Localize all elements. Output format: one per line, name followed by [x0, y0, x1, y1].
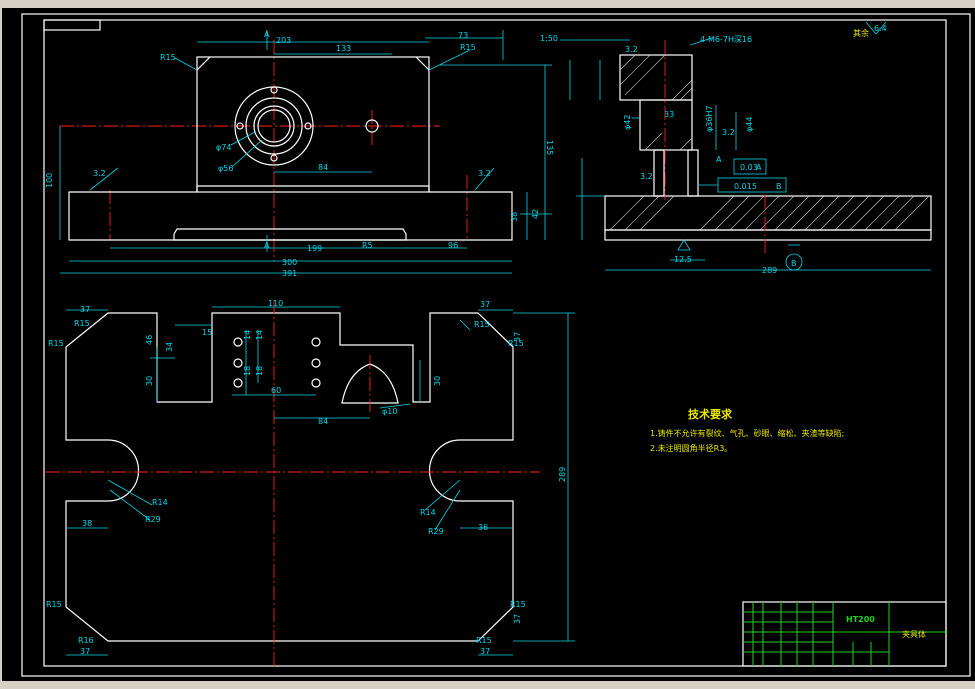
dim-r15-br: R15	[510, 600, 526, 609]
part-name: 夹具体	[902, 629, 926, 639]
dim-37-rb: 37	[513, 614, 522, 624]
dim-r29-left: R29	[145, 515, 161, 524]
dim-r15-left: R15	[160, 53, 176, 62]
dim-42: 42	[531, 209, 540, 219]
dim-135: 135	[545, 140, 554, 155]
dim-133: 133	[336, 44, 351, 53]
surface-other-label: 其余	[853, 28, 869, 38]
dim-46: 46	[145, 335, 154, 345]
datum-a: A	[716, 155, 722, 164]
tech-req-item-1: 1.铸件不允许有裂纹、气孔、砂眼、缩松、夹渣等缺陷;	[650, 428, 844, 438]
dim-r15-l: R15	[48, 339, 64, 348]
window-bottom-bar	[0, 681, 975, 689]
scale-note: 1:50	[540, 34, 558, 43]
outer-border	[21, 13, 971, 677]
dim-r15-r: R15	[508, 339, 524, 348]
dim-r15-tl: R15	[74, 319, 90, 328]
side-section-view	[560, 21, 932, 271]
dim-37-tl: 37	[80, 305, 90, 314]
dim-15: 15	[202, 328, 212, 337]
dim-r16-bl: R15	[46, 600, 62, 609]
dim-phi44: φ44	[745, 117, 754, 132]
surface-other-value: 6.4	[874, 24, 887, 33]
dim-30-right: 30	[433, 376, 442, 386]
dim-36-plan: 36	[478, 523, 488, 532]
dim-199: 199	[307, 244, 322, 253]
dim-110: 110	[268, 299, 283, 308]
roughness-side-low: 3.2	[640, 172, 653, 181]
plan-view	[46, 300, 575, 668]
dim-37-bl: 37	[80, 647, 90, 656]
dim-r15-tr: R15	[474, 320, 490, 329]
tol-flat-value: 0.015	[734, 182, 757, 191]
inner-frame	[43, 19, 947, 667]
dim-18a: 18	[243, 366, 252, 376]
roughness-front-right: 3.2	[478, 169, 491, 178]
dim-r14-right: R14	[420, 508, 436, 517]
dim-38: 38	[510, 212, 519, 222]
dim-60: 60	[271, 386, 281, 395]
section-label-top: A	[264, 30, 270, 39]
dim-phi56: φ56	[218, 164, 233, 173]
dim-r5: R5	[362, 241, 373, 250]
dim-phi74: φ74	[216, 143, 231, 152]
dim-73: 73	[458, 31, 468, 40]
dim-37-br: 37	[480, 647, 490, 656]
dim-r15-right: R15	[460, 43, 476, 52]
dim-38-plan: 38	[82, 519, 92, 528]
title-block	[742, 601, 947, 667]
dim-r14-left: R14	[152, 498, 168, 507]
dim-84-top: 84	[318, 163, 328, 172]
roughness-side-top: 3.2	[625, 45, 638, 54]
roughness-front-left: 3.2	[93, 169, 106, 178]
dim-203: 203	[276, 36, 291, 45]
dim-84-plan: 84	[318, 417, 328, 426]
dim-phi42: φ42	[623, 115, 632, 130]
dim-33: 33	[664, 110, 674, 119]
datum-b: B	[791, 259, 797, 268]
material-code: HT200	[846, 615, 875, 624]
tol-perp-value: 0.03	[740, 163, 758, 172]
dim-phi10: φ10	[382, 407, 397, 416]
tol-flat-ref: B	[776, 182, 782, 191]
corner-tag	[43, 19, 101, 31]
dim-r15-bb: R15	[476, 636, 492, 645]
dim-18b: 18	[255, 366, 264, 376]
dim-100: 100	[45, 173, 54, 188]
tech-req-item-2: 2.未注明圆角半径R3。	[650, 443, 732, 453]
dim-34: 34	[165, 342, 174, 352]
dim-14a: 14	[243, 330, 252, 340]
dim-37-rt: 37	[513, 332, 522, 342]
window-left-edge	[0, 8, 2, 681]
dim-30-left: 30	[145, 376, 154, 386]
tech-req-title: 技术要求	[688, 407, 733, 421]
dim-r16-b: R16	[78, 636, 94, 645]
dim-391: 391	[282, 269, 297, 278]
front-view	[59, 30, 552, 274]
dim-phi36h7: φ36H7	[705, 105, 714, 132]
roughness-side-mid: 3.2	[722, 128, 735, 137]
dim-300: 300	[282, 258, 297, 267]
dim-14b: 14	[255, 330, 264, 340]
dim-37-tr: 37	[480, 300, 490, 309]
hole-callout: 4-M6-7H深16	[700, 35, 752, 44]
tol-perp-ref: A	[756, 163, 762, 172]
dim-289-plan: 289	[558, 467, 567, 482]
roughness-125: 12.5	[674, 255, 692, 264]
window-top-bar	[0, 0, 975, 8]
section-label-bottom: A	[264, 241, 270, 250]
dim-289-side: 289	[762, 266, 777, 275]
dim-96: 96	[448, 241, 458, 250]
dim-r29-right: R29	[428, 527, 444, 536]
